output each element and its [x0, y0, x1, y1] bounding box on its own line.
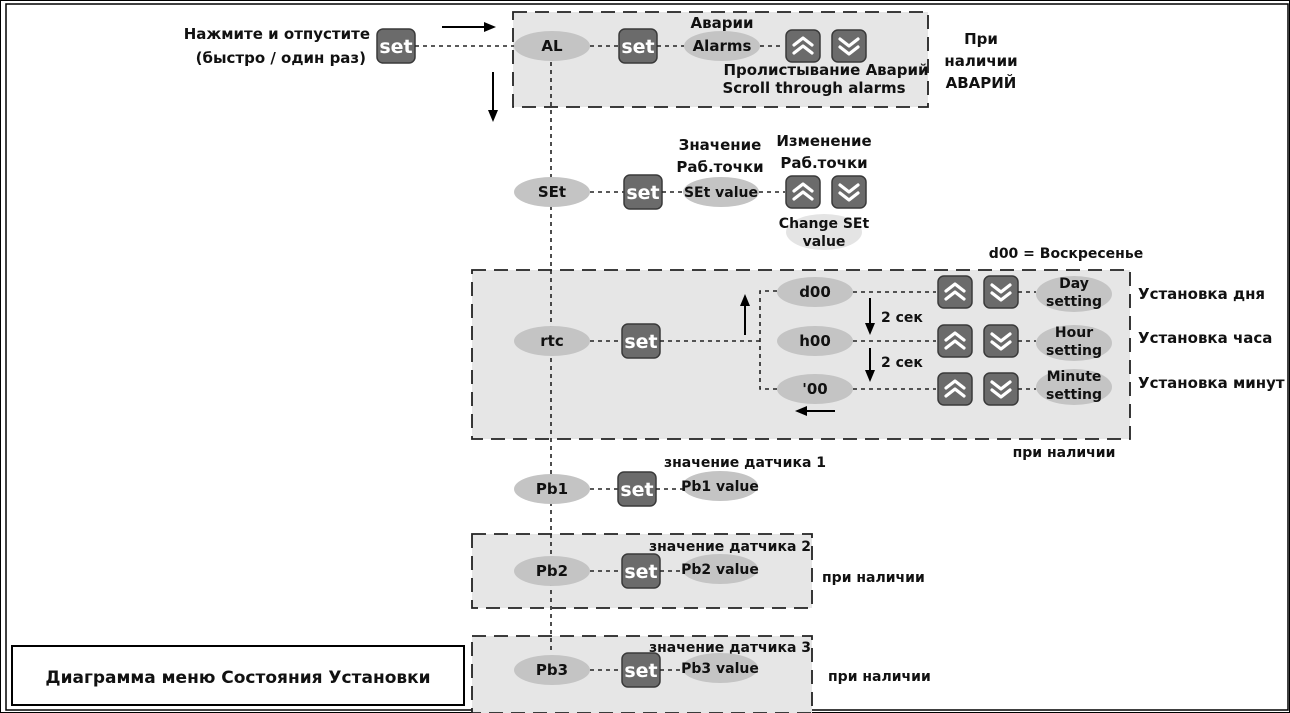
node-m00[interactable]	[777, 374, 853, 404]
svg-text:set: set	[620, 479, 653, 501]
alarms-value-oval: Alarms	[684, 31, 760, 61]
down-button-setpoint[interactable]	[830, 174, 868, 210]
svg-text:AL: AL	[541, 37, 563, 55]
rtc-day-note: d00 = Воскресенье	[989, 246, 1143, 262]
down-button-alarms[interactable]	[830, 28, 868, 64]
alarms-scroll-en: Scroll through alarms	[722, 79, 905, 97]
minute-setting-en-2: setting	[1046, 387, 1102, 403]
svg-text:SEt: SEt	[538, 183, 566, 201]
svg-text:Pb1 value: Pb1 value	[681, 479, 759, 495]
down-button-day[interactable]	[982, 274, 1020, 310]
svg-text:set: set	[379, 36, 412, 58]
alarms-scroll-ru: Пролистывание Аварий	[723, 61, 928, 79]
up-button-day[interactable]	[936, 274, 974, 310]
svg-text:set: set	[624, 331, 657, 353]
hour-setting-en-1: Hour	[1055, 325, 1093, 341]
rtc-row-minute: '00 Minute setting Установка минут	[777, 369, 1285, 407]
day-setting-ru: Установка дня	[1138, 285, 1265, 303]
set-button-rtc[interactable]: set	[621, 323, 661, 359]
svg-text:set: set	[624, 660, 657, 682]
pb2-when-present: при наличии	[822, 570, 925, 586]
down-button-hour[interactable]	[982, 323, 1020, 359]
delay-label-1: 2 сек	[881, 310, 923, 326]
node-pb3[interactable]: Pb3	[514, 655, 590, 685]
alarms-note-2: наличии	[944, 52, 1017, 70]
pb1-value-oval: Pb1 value	[681, 471, 759, 501]
pb3-value-oval: Pb3 value	[681, 653, 759, 683]
node-h00-label: h00	[799, 332, 831, 350]
node-h00[interactable]	[777, 326, 853, 356]
node-d00-label: d00	[799, 283, 831, 301]
set-button-pb3[interactable]: set	[621, 652, 661, 688]
set-button-pb2[interactable]: set	[621, 553, 661, 589]
set-button-pb1[interactable]: set	[617, 471, 657, 507]
svg-text:Pb2: Pb2	[536, 562, 568, 580]
diagram-caption: Диаграмма меню Состояния Установки	[45, 668, 430, 688]
svg-text:set: set	[621, 36, 654, 58]
up-button-alarms[interactable]	[784, 28, 822, 64]
node-pb2[interactable]: Pb2	[514, 556, 590, 586]
alarms-note-3: АВАРИЙ	[946, 73, 1017, 92]
alarms-label-ru: Аварии	[691, 14, 754, 32]
up-button-minute[interactable]	[936, 371, 974, 407]
day-setting-en-2: setting	[1046, 294, 1102, 310]
day-setting-en-1: Day	[1059, 276, 1089, 292]
svg-text:set: set	[624, 561, 657, 583]
svg-text:rtc: rtc	[540, 332, 563, 350]
minute-setting-en-1: Minute	[1047, 369, 1102, 385]
alarms-note-1: При	[964, 30, 998, 48]
up-button-setpoint[interactable]	[784, 174, 822, 210]
caption-box	[11, 645, 465, 706]
rtc-row-day: d00 Day setting Установка дня	[777, 274, 1265, 312]
set-button-start[interactable]: set	[376, 28, 416, 64]
pb2-value-oval: Pb2 value	[681, 554, 759, 584]
svg-text:Pb2 value: Pb2 value	[681, 562, 759, 578]
node-m00-label: '00	[802, 380, 827, 398]
hour-setting-ru: Установка часа	[1138, 329, 1272, 347]
svg-text:Alarms: Alarms	[693, 37, 752, 55]
down-button-minute[interactable]	[982, 371, 1020, 407]
pb2-label-ru: значение датчика 2	[649, 539, 811, 555]
pb3-when-present: при наличии	[828, 669, 931, 685]
setpoint-change-en-2: value	[803, 234, 846, 250]
press-instruction-line2: (быстро / один раз)	[196, 49, 366, 67]
svg-text:SEt value: SEt value	[684, 185, 758, 201]
setpoint-change-ru-1: Изменение	[776, 132, 871, 150]
svg-text:Pb1: Pb1	[536, 480, 568, 498]
up-button-hour[interactable]	[936, 323, 974, 359]
pb3-label-ru: значение датчика 3	[649, 640, 811, 656]
node-rtc[interactable]: rtc	[514, 326, 590, 356]
delay-label-2: 2 сек	[881, 355, 923, 371]
setpoint-change-ru-2: Раб.точки	[780, 154, 867, 172]
node-d00[interactable]	[777, 277, 853, 307]
rtc-row-hour: h00 Hour setting Установка часа	[777, 323, 1272, 361]
node-pb1[interactable]: Pb1	[514, 474, 590, 504]
setpoint-value-oval: SEt value	[683, 177, 759, 207]
svg-text:Pb3: Pb3	[536, 661, 568, 679]
minute-setting-ru: Установка минут	[1138, 374, 1285, 392]
svg-text:set: set	[626, 182, 659, 204]
setpoint-value-ru-1: Значение	[679, 136, 762, 154]
svg-text:Pb3 value: Pb3 value	[681, 661, 759, 677]
rtc-when-present: при наличии	[1013, 445, 1116, 461]
hour-setting-en-2: setting	[1046, 343, 1102, 359]
setpoint-change-en-1: Change SEt	[779, 216, 870, 232]
set-button-al[interactable]: set	[618, 28, 658, 64]
setpoint-value-ru-2: Раб.точки	[676, 158, 763, 176]
node-al[interactable]: AL	[514, 31, 590, 61]
pb1-label-ru: значение датчика 1	[664, 455, 826, 471]
node-set[interactable]: SEt	[514, 177, 590, 207]
press-instruction-line1: Нажмите и отпустите	[184, 25, 370, 43]
set-button-setpoint[interactable]: set	[623, 174, 663, 210]
